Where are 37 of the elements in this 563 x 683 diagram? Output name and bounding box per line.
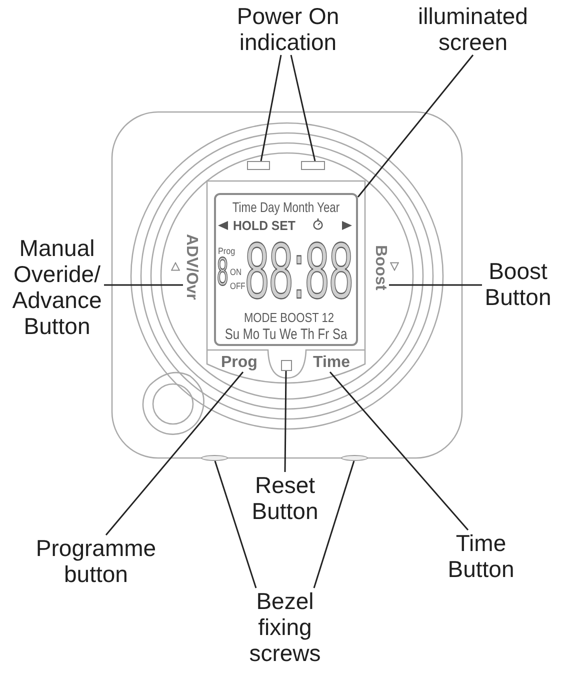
callout-text: Power On indication [234, 3, 342, 55]
leader-line [105, 372, 244, 536]
indicator-light [247, 161, 270, 170]
leader-line [104, 284, 183, 286]
callout-text: Manual Overide/ Advance Button [10, 235, 104, 339]
leader-line [313, 460, 355, 588]
segment-digit: 8 [217, 256, 228, 288]
lcd-screen [214, 193, 358, 346]
screen-text: MODE BOOST 12 [244, 310, 334, 325]
callout-text: illuminated screen [415, 3, 531, 55]
leader-line [290, 54, 316, 162]
reset-button [281, 360, 292, 371]
callout-text: Programme button [33, 535, 159, 587]
leader-line [284, 371, 287, 472]
screen-text: Prog [218, 246, 236, 256]
leader-line [214, 460, 257, 588]
callout-text: Boost Button [482, 258, 554, 310]
callout-text: Reset Button [249, 472, 321, 524]
callout-text: Bezel fixing screws [246, 588, 324, 666]
segment-digits: 88:88 [245, 240, 354, 302]
callout-text: Time Button [445, 530, 517, 582]
screen-text: ON [230, 267, 242, 277]
screen-text: HOLD SET [233, 218, 296, 233]
printed-label: Prog [221, 354, 258, 372]
screen-text: OFF [230, 281, 246, 291]
screen-text: Time Day Month Year [232, 199, 340, 215]
printed-label: Boost [372, 245, 389, 290]
screw-head [201, 455, 228, 461]
leader-line [260, 54, 282, 162]
leader-line [329, 372, 469, 530]
printed-label: ADV/Ovr [183, 234, 200, 300]
leader-line [389, 284, 482, 286]
printed-label: Time [313, 354, 350, 372]
screen-text: Su Mo Tu We Th Fr Sa [224, 326, 348, 343]
indicator-light [301, 161, 325, 170]
screw-head [341, 455, 368, 461]
leader-line [357, 54, 474, 198]
